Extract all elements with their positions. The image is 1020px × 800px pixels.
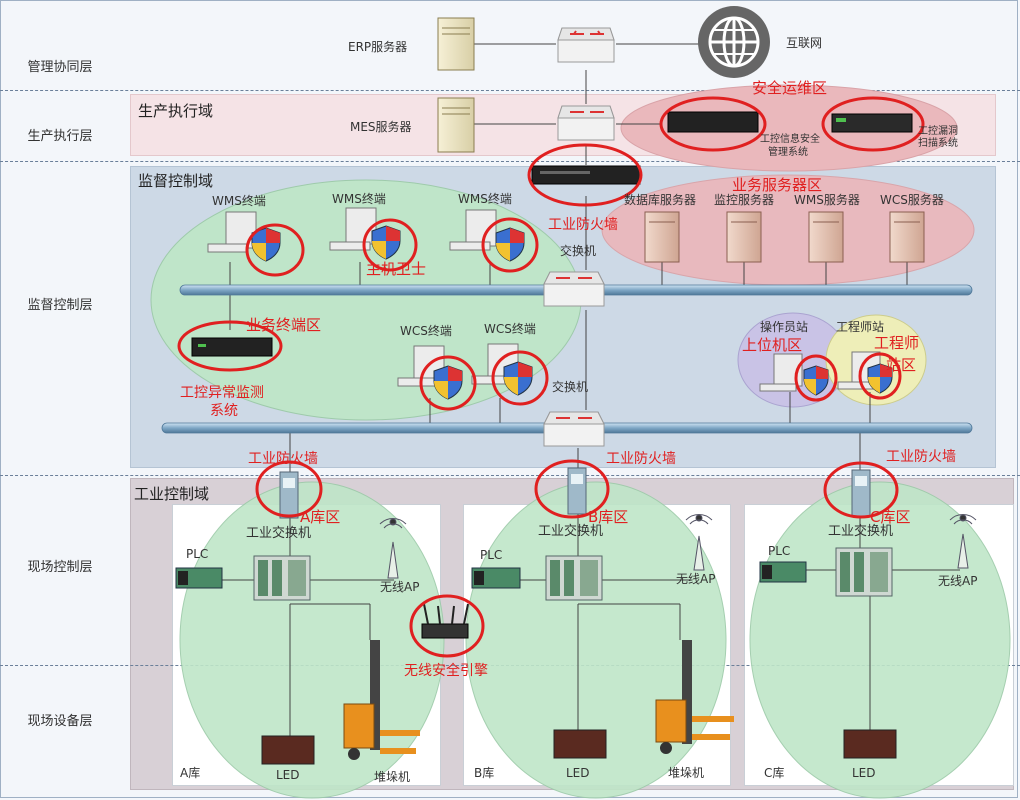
wcs-terminal-label-1: WCS终端	[400, 324, 452, 338]
separator-3	[0, 475, 1020, 476]
warehouse-b-led-label: LED	[566, 766, 590, 780]
warehouse-c-led-label: LED	[852, 766, 876, 780]
layer-mgmt: 管理协同层	[27, 60, 93, 75]
erp-label: ERP服务器	[348, 40, 408, 54]
layer-super: 监督控制层	[27, 298, 93, 313]
warehouse-c-zone-label: C库区	[870, 508, 911, 526]
wms-terminal-label-3: WMS终端	[458, 192, 512, 206]
supervision-switch	[543, 271, 605, 307]
separator-1	[0, 90, 1020, 91]
warehouse-a-stacker-label: 堆垛机	[374, 770, 411, 784]
warehouse-b-ap-label: 无线AP	[676, 572, 716, 586]
warehouse-a-zone-label: A库区	[300, 508, 341, 526]
server-label-wcs: WCS服务器	[880, 193, 944, 207]
ops-system1-line2: 管理系统	[768, 147, 808, 158]
erp-server-icon	[437, 17, 475, 71]
warehouse-b-stacker-label: 堆垛机	[668, 766, 705, 780]
stacker-icons	[343, 640, 734, 760]
mes-switch	[557, 105, 615, 141]
ops-system2-line2: 扫描系统	[918, 138, 958, 149]
host-guard-label: 主机卫士	[366, 260, 427, 278]
wcs-terminal-label-2: WCS终端	[484, 322, 536, 336]
upper-zone-label: 上位机区	[742, 336, 803, 354]
anomaly-line1: 工控异常监测	[180, 385, 264, 401]
biz-server-zone-label: 业务服务器区	[732, 176, 823, 194]
warehouse-a-name: A库	[180, 766, 201, 780]
firewall-label-a: 工业防火墙	[248, 451, 318, 467]
domain-industrial-title: 工业控制域	[134, 485, 210, 503]
ops-device-2	[831, 113, 913, 133]
shield-icons	[251, 225, 893, 400]
wms-terminal-label-1: WMS终端	[212, 194, 266, 208]
ops-system1-line1: 工控信息安全	[760, 134, 820, 145]
warehouse-b-plc-label: PLC	[480, 548, 503, 562]
firewall-label-b: 工业防火墙	[606, 451, 676, 467]
biz-servers	[644, 211, 925, 263]
anomaly-line2: 系统	[210, 403, 238, 419]
core-switch-top	[557, 27, 615, 63]
warehouse-b-name: B库	[474, 766, 495, 780]
wireless-engine-label: 无线安全引擎	[404, 663, 488, 679]
warehouse-c-switch-label: 工业交换机	[828, 524, 894, 539]
ops-system2-line1: 工控漏洞	[918, 126, 958, 137]
layer-prod: 生产执行层	[27, 129, 93, 144]
layer-field-dev: 现场设备层	[27, 714, 93, 729]
engineer-zone-line2: 站区	[886, 356, 917, 374]
biz-terminal-zone-label: 业务终端区	[246, 316, 322, 334]
switch-label-2: 交换机	[552, 380, 589, 394]
layer-field-ctrl: 现场控制层	[27, 560, 93, 575]
anomaly-device	[191, 337, 273, 357]
warehouse-c-plc-label: PLC	[768, 544, 791, 558]
warehouse-b-zone-label: B库区	[588, 508, 629, 526]
ops-device-1	[667, 111, 759, 133]
mes-label: MES服务器	[350, 120, 412, 134]
warehouse-c-zone	[749, 481, 1011, 799]
mes-server-icon	[437, 97, 475, 153]
operator-station-label: 操作员站	[760, 320, 809, 334]
domain-super-title: 监督控制域	[138, 172, 214, 190]
firewall-label-c: 工业防火墙	[886, 449, 956, 465]
internet-icon	[698, 6, 770, 78]
industrial-switches	[253, 547, 893, 601]
warehouse-a-plc-label: PLC	[186, 547, 209, 561]
engineer-station-label: 工程师站	[836, 320, 885, 334]
warehouse-a-led-label: LED	[276, 768, 300, 782]
plc-devices	[175, 561, 807, 589]
server-label-wms: WMS服务器	[794, 193, 860, 207]
warehouse-c-name: C库	[764, 766, 785, 780]
wireless-engine-icon	[421, 603, 469, 639]
ops-zone-label: 安全运维区	[752, 79, 828, 97]
switch-label-1: 交换机	[560, 244, 597, 258]
wms-terminal-label-2: WMS终端	[332, 192, 386, 206]
server-label-db: 数据库服务器	[624, 193, 697, 207]
lower-switch	[543, 411, 605, 447]
warehouse-c-ap-label: 无线AP	[938, 574, 978, 588]
firewall-top-label: 工业防火墙	[548, 217, 618, 233]
warehouse-b-switch-label: 工业交换机	[538, 524, 604, 539]
red-highlights	[177, 96, 925, 658]
warehouse-a-ap-label: 无线AP	[380, 580, 420, 594]
domain-prod-title: 生产执行域	[138, 102, 214, 120]
wireless-ap-icons	[379, 514, 977, 579]
led-boards	[261, 729, 897, 765]
server-label-monitor: 监控服务器	[714, 193, 775, 207]
engineer-zone-line1: 工程师	[874, 334, 920, 352]
internet-label: 互联网	[786, 36, 823, 50]
firewall-top-device	[531, 165, 641, 185]
separator-2	[0, 161, 1020, 162]
warehouse-a-switch-label: 工业交换机	[246, 526, 312, 541]
